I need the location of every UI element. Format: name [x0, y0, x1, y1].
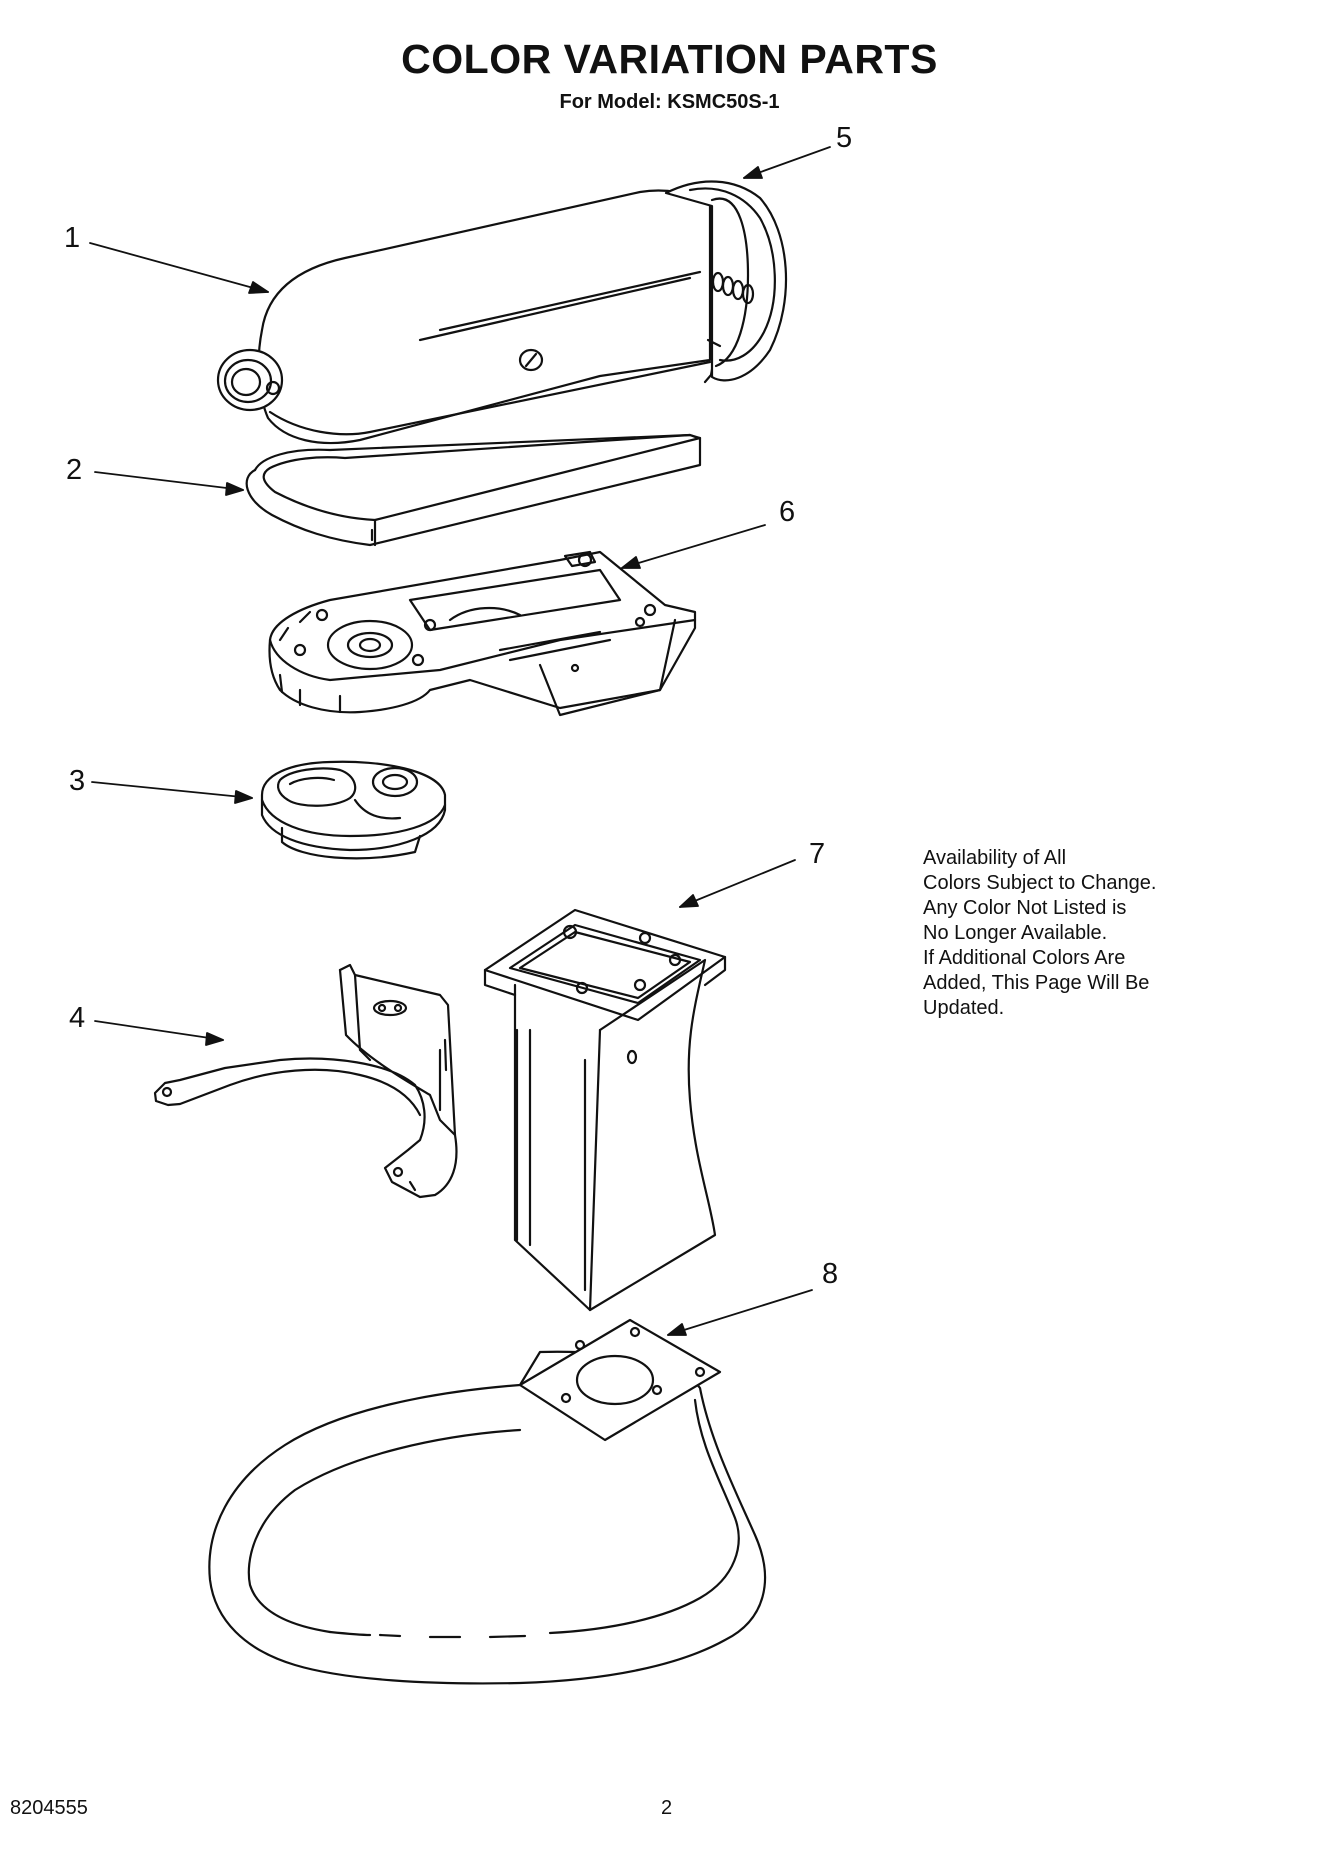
motor-housing-icon [216, 189, 715, 445]
leader-arrow-1 [89, 242, 269, 294]
rear-end-cover-icon [664, 180, 788, 382]
leader-arrow-4 [94, 1020, 224, 1046]
planetary-cover-icon [260, 760, 447, 860]
trim-band-icon [245, 433, 702, 547]
leader-arrows [89, 146, 831, 1336]
callout-2: 2 [66, 454, 83, 486]
leader-arrow-3 [91, 781, 253, 804]
callout-4: 4 [69, 1002, 86, 1034]
note-line: If Additional Colors Are [923, 947, 1126, 969]
base-plate-icon [208, 1318, 767, 1685]
leader-arrow-6 [621, 524, 766, 569]
color-availability-note: Availability of All Colors Subject to Ch… [923, 846, 1243, 1021]
note-line: Colors Subject to Change. [923, 872, 1157, 894]
note-line: Availability of All [923, 847, 1067, 869]
leader-arrow-8 [667, 1289, 813, 1336]
gear-case-base-icon [268, 550, 697, 717]
callout-7: 7 [809, 838, 826, 870]
callout-5: 5 [836, 122, 853, 154]
model-subtitle: For Model: KSMC50S-1 [559, 91, 780, 113]
note-line: Updated. [923, 997, 1005, 1019]
pedestal-column-icon [483, 908, 727, 1312]
note-line: Added, This Page Will Be [923, 972, 1150, 994]
leader-arrow-5 [743, 146, 831, 179]
note-line: No Longer Available. [923, 922, 1108, 944]
callout-6: 6 [779, 496, 796, 528]
callout-3: 3 [69, 765, 86, 797]
document-number: 8204555 [10, 1797, 88, 1819]
page-title: COLOR VARIATION PARTS [401, 36, 938, 82]
callout-8: 8 [822, 1258, 839, 1290]
bowl-clamp-bracket-icon [153, 963, 458, 1199]
note-line: Any Color Not Listed is [923, 897, 1127, 919]
leader-arrow-7 [679, 859, 796, 908]
page-number: 2 [661, 1797, 673, 1819]
leader-arrow-2 [94, 471, 244, 496]
callout-1: 1 [64, 222, 81, 254]
